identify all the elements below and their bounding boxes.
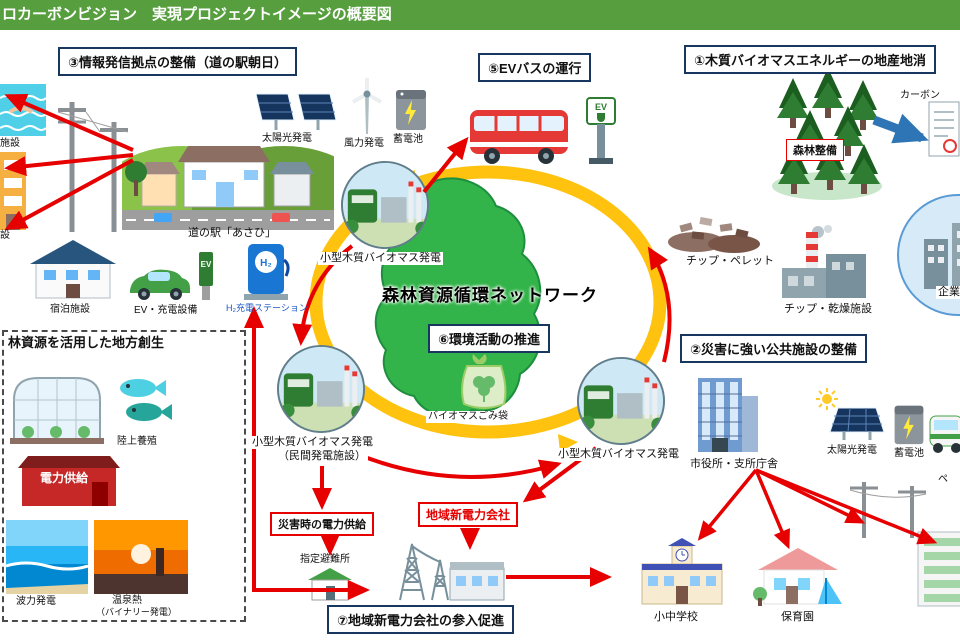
regional-title: 林資源を活用した地方創生 <box>8 335 165 350</box>
wind-label: 風力発電 <box>344 138 384 149</box>
biomass-plant-icon <box>576 356 666 446</box>
nursery-label: 保育園 <box>781 611 814 623</box>
disaster-power-box: 災害時の電力供給 <box>270 512 374 536</box>
carbon-label: カーボン <box>900 90 940 101</box>
biomass2-sub-label: （民間発電施設） <box>276 450 368 463</box>
ev-charge-pole-icon: EV <box>199 252 213 300</box>
chips-label: チップ・ペレット <box>686 255 774 267</box>
section-2-title: ②災害に強い公共施設の整備 <box>680 334 868 363</box>
trees <box>777 68 880 194</box>
network-title: 森林資源循環ネットワーク <box>382 286 598 305</box>
h2-station-label: H₂充電ステーション <box>226 303 308 313</box>
ev-van-icon <box>929 415 960 453</box>
michinoeki-label: 道の駅「あさひ」 <box>188 227 276 239</box>
onsen-sub-label: （バイナリー発電） <box>96 607 177 617</box>
bus-charging-station-icon: EV <box>586 97 616 164</box>
company-label: 企業 <box>936 286 960 299</box>
h2-sign-text: H₂ <box>260 258 272 269</box>
page-title: ロカーボンビジョン 実現プロジェクトイメージの概要図 <box>0 0 960 30</box>
company-circle-icon <box>897 194 960 316</box>
cut-facility-label: 施設 <box>0 138 20 149</box>
arrow-to-nursery <box>754 469 790 550</box>
forest-icon <box>772 68 882 200</box>
solar-right-label: 太陽光発電 <box>827 445 877 456</box>
nursery-icon <box>753 548 842 606</box>
aquaculture-label: 陸上養殖 <box>117 436 157 447</box>
cityhall-icon <box>698 378 758 452</box>
chip-dry-factory-icon <box>782 225 866 298</box>
ev-bus-icon <box>470 110 568 164</box>
school-icon <box>641 538 723 605</box>
biomass2-label: 小型木質バイオマス発電 <box>250 436 375 449</box>
arc-c3-c1 <box>647 246 672 363</box>
shelter-icon <box>308 568 352 601</box>
school-label: 小中学校 <box>654 611 698 623</box>
ev-car-icon <box>130 269 190 300</box>
wood-chips-icon <box>668 217 760 253</box>
shelter-label: 指定避難所 <box>300 554 350 565</box>
biomass-plant-icon <box>340 160 430 250</box>
chip-dry-label: チップ・乾燥施設 <box>784 303 872 315</box>
ev-charge-label: EV・充電設備 <box>134 305 198 316</box>
forest-maintenance-box: 森林整備 <box>786 139 844 161</box>
biomass1-label: 小型木質バイオマス発電 <box>318 252 443 265</box>
cut-building-icon <box>0 152 26 230</box>
biomass-bag-icon <box>461 354 507 409</box>
cut-pe-label: ペ <box>938 474 948 485</box>
greenhouse-icon <box>10 377 104 444</box>
section-7-title: ⑦地域新電力会社の参入促進 <box>327 605 515 634</box>
power-supply-label: 電力供給 <box>40 471 89 485</box>
fish-icon <box>120 379 172 421</box>
arc-c2-c3 <box>351 450 562 479</box>
onsen-label: 温泉熱 <box>112 595 142 606</box>
section-1-title: ①木質バイオマスエネルギーの地産地消 <box>684 45 937 74</box>
sun-icon <box>816 388 838 410</box>
carbon-certificate-icon <box>928 101 960 157</box>
cityhall-label: 市役所・支所庁舎 <box>690 458 778 470</box>
cut-right-building-icon <box>917 531 960 607</box>
biomass3-label: 小型木質バイオマス発電 <box>556 448 681 461</box>
arrow-to-school <box>697 468 758 541</box>
biomass-bag-label: バイオマスごみ袋 <box>426 411 510 423</box>
lodging-label: 宿泊施設 <box>50 304 90 315</box>
cut-setsu-label: 設 <box>0 230 10 241</box>
section-6-title: ⑥環境活動の推進 <box>428 324 551 353</box>
biomass-plant-icon <box>276 344 366 434</box>
solar-panel-icon <box>256 93 337 130</box>
battery-right-icon <box>894 405 924 445</box>
wave-power-photo <box>6 520 88 594</box>
ev-sign-text: EV <box>595 102 607 112</box>
ev-sign-text: EV <box>201 260 212 269</box>
h2-station-icon: H₂ <box>244 244 290 300</box>
roadside-station-icon <box>122 146 334 230</box>
wind-turbine-icon <box>352 78 382 134</box>
onsen-photo <box>94 520 188 594</box>
wave-label: 波力発電 <box>16 596 56 607</box>
battery-top-label: 蓄電池 <box>393 134 423 145</box>
section-5-title: ⑤EVバスの運行 <box>478 53 592 82</box>
solar-panel-right-icon <box>829 407 885 440</box>
pool-icon <box>0 84 46 136</box>
lodging-icon <box>30 240 116 299</box>
power-company-box: 地域新電力会社 <box>418 502 519 527</box>
battery-top-icon <box>396 90 426 130</box>
section-3-title: ③情報発信拠点の整備（道の駅朝日） <box>58 47 298 76</box>
power-plant-icon <box>399 543 505 601</box>
power-supply-building-icon <box>18 456 120 506</box>
battery-right-label: 蓄電池 <box>894 448 924 459</box>
solar-top-label: 太陽光発電 <box>262 133 312 144</box>
